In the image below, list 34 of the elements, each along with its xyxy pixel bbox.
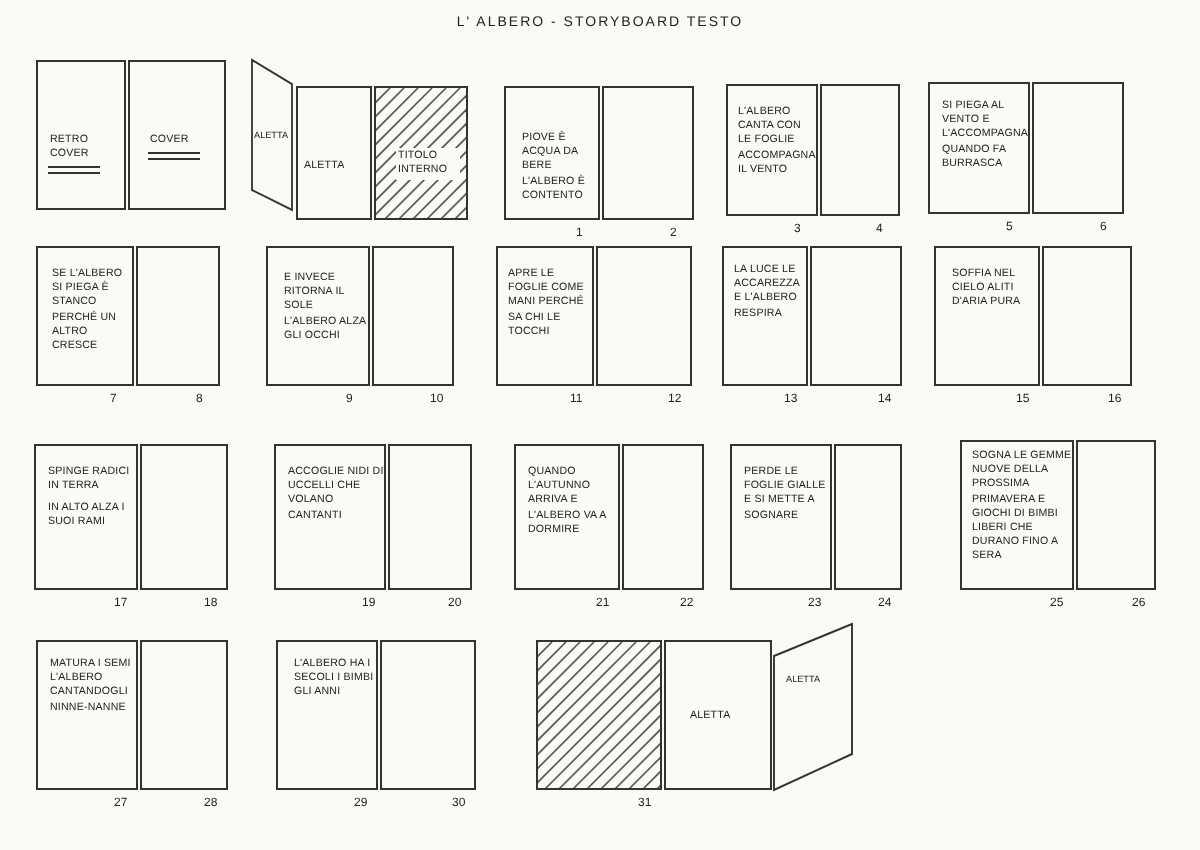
page xyxy=(128,60,226,210)
page xyxy=(514,444,620,590)
page xyxy=(36,246,134,386)
page xyxy=(834,444,902,590)
page xyxy=(820,84,900,216)
page xyxy=(928,82,1030,214)
page xyxy=(934,246,1040,386)
flap-page xyxy=(252,60,292,210)
page xyxy=(372,246,454,386)
page xyxy=(622,444,704,590)
page xyxy=(274,444,386,590)
page xyxy=(380,640,476,790)
page xyxy=(726,84,818,216)
page xyxy=(596,246,692,386)
page xyxy=(722,246,808,386)
page xyxy=(730,444,832,590)
page xyxy=(504,86,600,220)
page xyxy=(266,246,370,386)
page xyxy=(1042,246,1132,386)
page xyxy=(388,444,472,590)
page xyxy=(34,444,138,590)
page xyxy=(36,60,126,210)
page xyxy=(140,640,228,790)
page xyxy=(496,246,594,386)
page xyxy=(810,246,902,386)
flap-page xyxy=(774,624,852,790)
page xyxy=(276,640,378,790)
page xyxy=(602,86,694,220)
page xyxy=(136,246,220,386)
page xyxy=(36,640,138,790)
page xyxy=(1032,82,1124,214)
page xyxy=(140,444,228,590)
page xyxy=(960,440,1074,590)
page xyxy=(1076,440,1156,590)
